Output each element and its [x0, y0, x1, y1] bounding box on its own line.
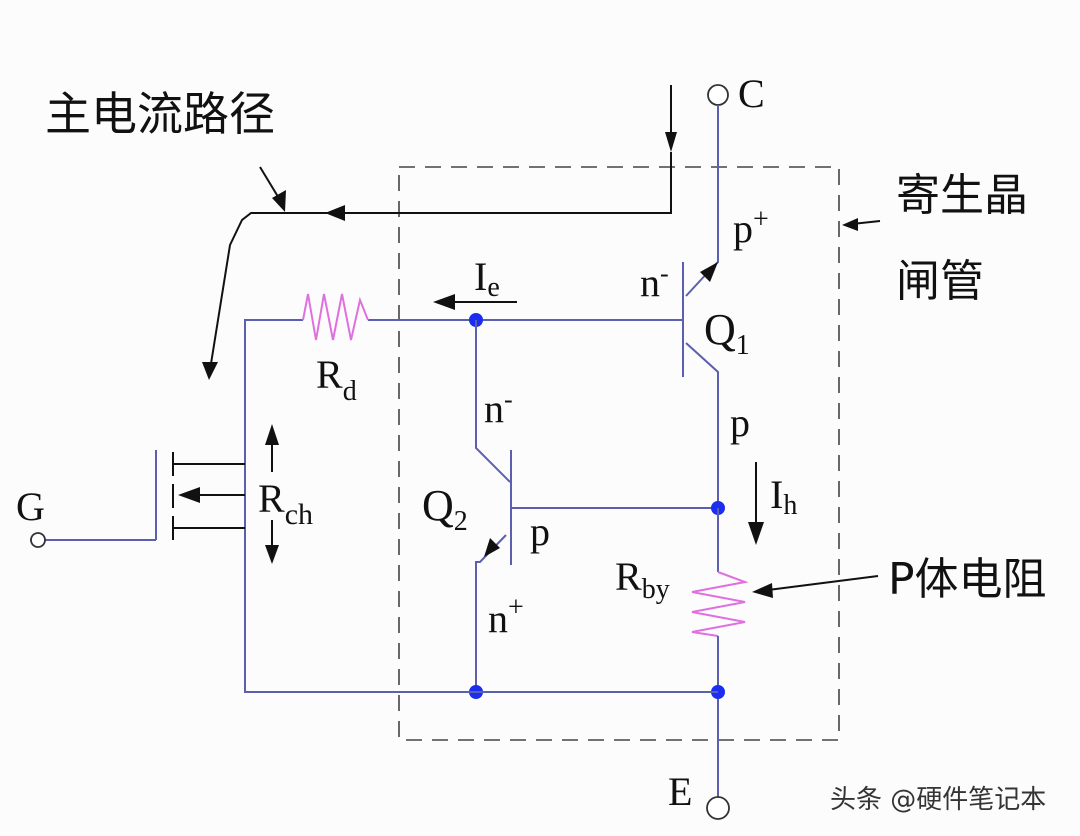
p-body-pointer-arrow-icon [752, 583, 773, 598]
rch-arrow-up-icon [265, 424, 279, 445]
collector-terminal [707, 84, 729, 106]
q2-label: Q2 [422, 481, 468, 537]
parasitic-thyristor-boundary [398, 166, 840, 741]
ih-label: Ih [770, 472, 797, 521]
q2-emitter-region-label: n+ [488, 592, 524, 641]
gate-label: G [16, 484, 45, 529]
parasitic-thyristor-annotation-line1: 寄生晶 [896, 170, 1028, 221]
q1-label: Q1 [704, 305, 750, 361]
main-current-pointer-line [259, 166, 281, 201]
emitter-label: E [668, 769, 692, 814]
rd-resistor [302, 293, 369, 341]
p-body-resistor-annotation: P体电阻 [888, 554, 1047, 605]
ie-label: Ie [474, 254, 500, 303]
q2-collector-region-label: n- [484, 385, 513, 431]
rby-label: Rby [615, 554, 670, 605]
q1-collector-lead [685, 342, 719, 508]
main-current-pointer-arrow-icon [272, 190, 286, 212]
emitter-terminal [706, 796, 730, 820]
parasitic-pointer-arrow-icon [842, 218, 858, 231]
rch-arrow-down-icon [265, 545, 279, 564]
gate-terminal [30, 532, 46, 548]
rd-label: Rd [316, 352, 357, 407]
main-current-path-annotation: 主电流路径 [45, 87, 275, 141]
ie-arrow-icon [433, 294, 455, 310]
main-current-down-arrow-icon [665, 132, 677, 152]
q1-emitter-region-label: p+ [733, 204, 769, 251]
main-current-path-line [209, 152, 672, 371]
ih-arrow-icon [748, 522, 764, 545]
main-current-left-arrow-icon [325, 205, 345, 221]
collector-label: C [738, 71, 765, 116]
q1-collector-region-label: p [730, 400, 750, 445]
main-current-end-arrow-icon [202, 362, 218, 380]
q2-base-region-label: p [530, 509, 550, 554]
rch-label: Rch [258, 476, 313, 531]
p-body-pointer-line [767, 575, 879, 591]
q1-base-region-label: n- [640, 259, 669, 305]
bottom-wire [244, 537, 718, 693]
watermark: 头条 @硬件笔记本 [830, 785, 1046, 815]
parasitic-thyristor-annotation-line2: 闸管 [896, 256, 984, 307]
mosfet-body-arrow-icon [178, 487, 200, 503]
collector-wire [709, 105, 719, 271]
q2-collector-lead [475, 320, 511, 483]
q1-emitter-arrow-icon [700, 262, 718, 282]
q2-emitter-arrow-icon [484, 538, 500, 557]
rby-resistor [691, 571, 749, 637]
